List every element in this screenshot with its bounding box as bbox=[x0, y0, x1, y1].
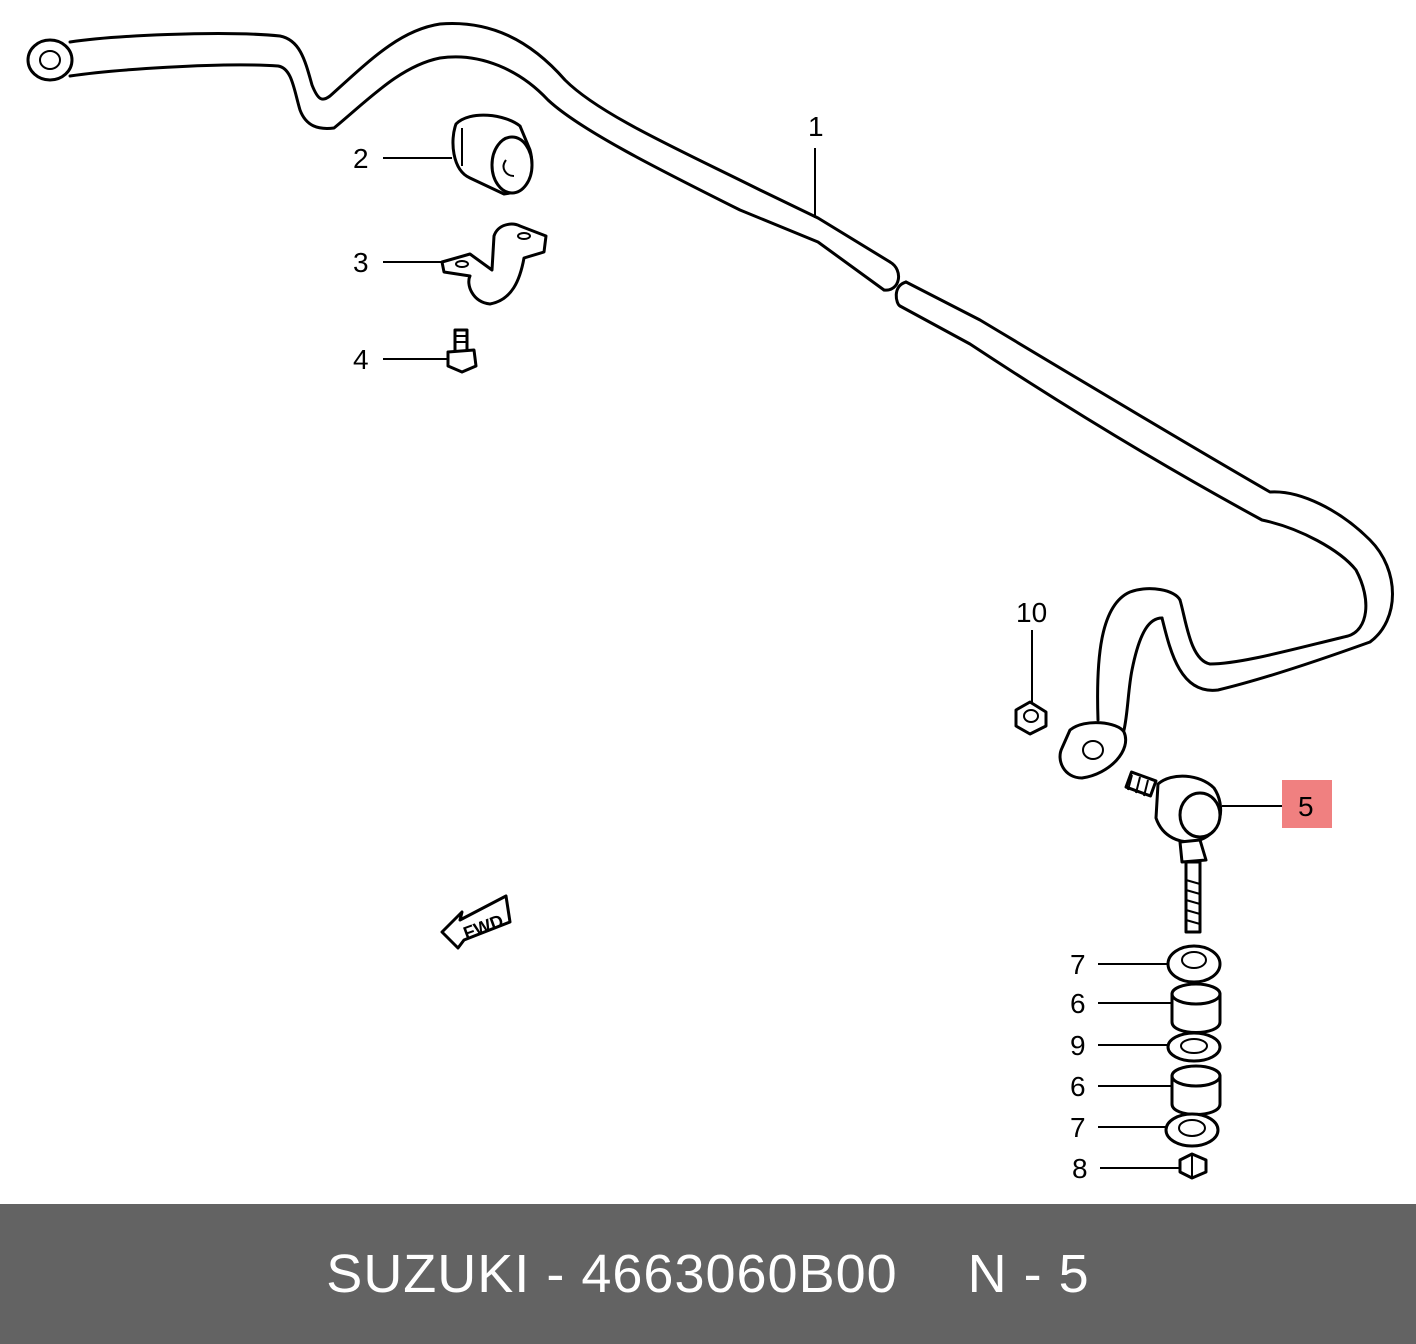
callout-2: 2 bbox=[353, 143, 369, 174]
washer-part-upper bbox=[1166, 944, 1222, 984]
bracket-part bbox=[440, 222, 548, 306]
footer-separator: - bbox=[546, 1244, 566, 1304]
nut-part bbox=[1014, 700, 1048, 736]
stabilizer-bar bbox=[26, 22, 1394, 780]
cushion-part-upper bbox=[1170, 982, 1222, 1034]
callout-7-lower: 7 bbox=[1070, 1112, 1086, 1143]
callout-6-lower: 6 bbox=[1070, 1071, 1086, 1102]
callout-7-upper: 7 bbox=[1070, 949, 1086, 980]
nut-part-bottom bbox=[1178, 1152, 1208, 1180]
footer-position-label: N - 5 bbox=[967, 1244, 1090, 1304]
stabilizer-link-part bbox=[1124, 770, 1223, 934]
callout-3: 3 bbox=[353, 247, 369, 278]
footer-part-number: 4663060B00 bbox=[581, 1244, 898, 1304]
callout-6-upper: 6 bbox=[1070, 988, 1086, 1019]
bush-part bbox=[451, 113, 534, 196]
leader-lines bbox=[383, 148, 1296, 1169]
cushion-part-lower bbox=[1170, 1064, 1222, 1116]
callout-10: 10 bbox=[1016, 597, 1047, 628]
washer-part-middle bbox=[1166, 1031, 1222, 1063]
footer-bar: SUZUKI - 4663060B00 N - 5 bbox=[0, 1204, 1416, 1344]
callout-8: 8 bbox=[1072, 1153, 1088, 1184]
bolt-part bbox=[446, 328, 478, 374]
washer-part-lower bbox=[1164, 1112, 1220, 1148]
parts-diagram: 1 2 3 4 10 5 7 6 9 6 7 8 FWD bbox=[26, 22, 1394, 1184]
callout-highlight bbox=[1282, 780, 1332, 828]
callout-5: 5 bbox=[1298, 791, 1314, 822]
callout-4: 4 bbox=[353, 344, 369, 375]
footer-brand: SUZUKI bbox=[326, 1244, 531, 1304]
callout-1: 1 bbox=[808, 111, 824, 142]
fwd-arrow-icon: FWD bbox=[440, 894, 512, 950]
callout-9: 9 bbox=[1070, 1030, 1086, 1061]
